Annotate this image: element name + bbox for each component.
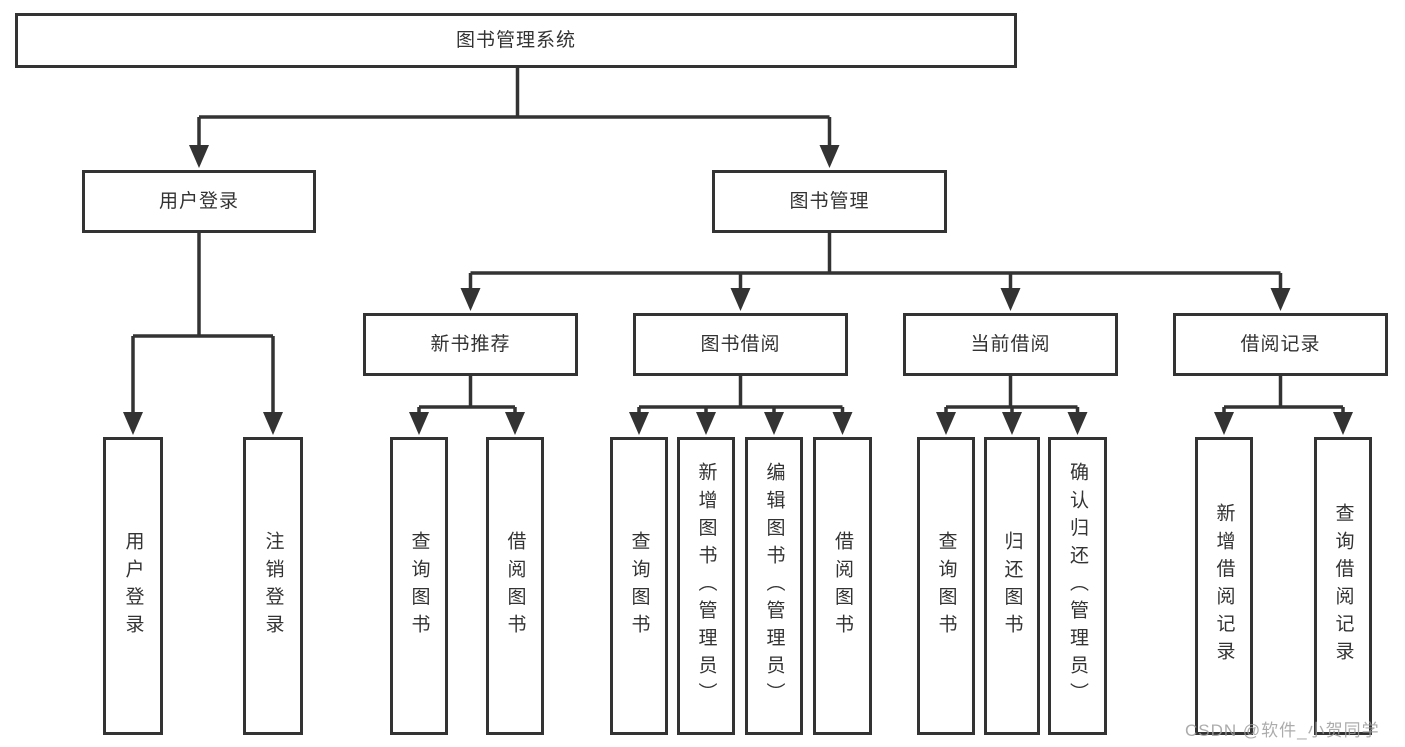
leaf-query-books-current: 查询图书 bbox=[917, 437, 975, 735]
csdn-watermark: CSDN @软件_小贺同学 bbox=[1185, 721, 1380, 740]
node-user-login: 用户登录 bbox=[82, 170, 316, 233]
node-library-system: 图书管理系统 bbox=[15, 13, 1017, 68]
node-new-book-recommend: 新书推荐 bbox=[363, 313, 578, 376]
leaf-edit-books-admin: 编辑图书（管理员） bbox=[745, 437, 803, 735]
leaf-add-borrow-record: 新增借阅记录 bbox=[1195, 437, 1253, 735]
leaf-user-login: 用户登录 bbox=[103, 437, 163, 735]
leaf-borrow-books-borrowing: 借阅图书 bbox=[813, 437, 872, 735]
leaf-query-borrow-record: 查询借阅记录 bbox=[1314, 437, 1372, 735]
leaf-borrow-books-recommend: 借阅图书 bbox=[486, 437, 544, 735]
leaf-add-books-admin: 新增图书（管理员） bbox=[677, 437, 735, 735]
leaf-return-books: 归还图书 bbox=[984, 437, 1040, 735]
leaf-query-books-borrowing: 查询图书 bbox=[610, 437, 668, 735]
leaf-logout: 注销登录 bbox=[243, 437, 303, 735]
node-book-borrowing: 图书借阅 bbox=[633, 313, 848, 376]
node-borrow-records: 借阅记录 bbox=[1173, 313, 1388, 376]
node-book-management: 图书管理 bbox=[712, 170, 947, 233]
leaf-query-books-recommend: 查询图书 bbox=[390, 437, 448, 735]
node-current-borrowing: 当前借阅 bbox=[903, 313, 1118, 376]
leaf-confirm-return-admin: 确认归还（管理员） bbox=[1048, 437, 1107, 735]
